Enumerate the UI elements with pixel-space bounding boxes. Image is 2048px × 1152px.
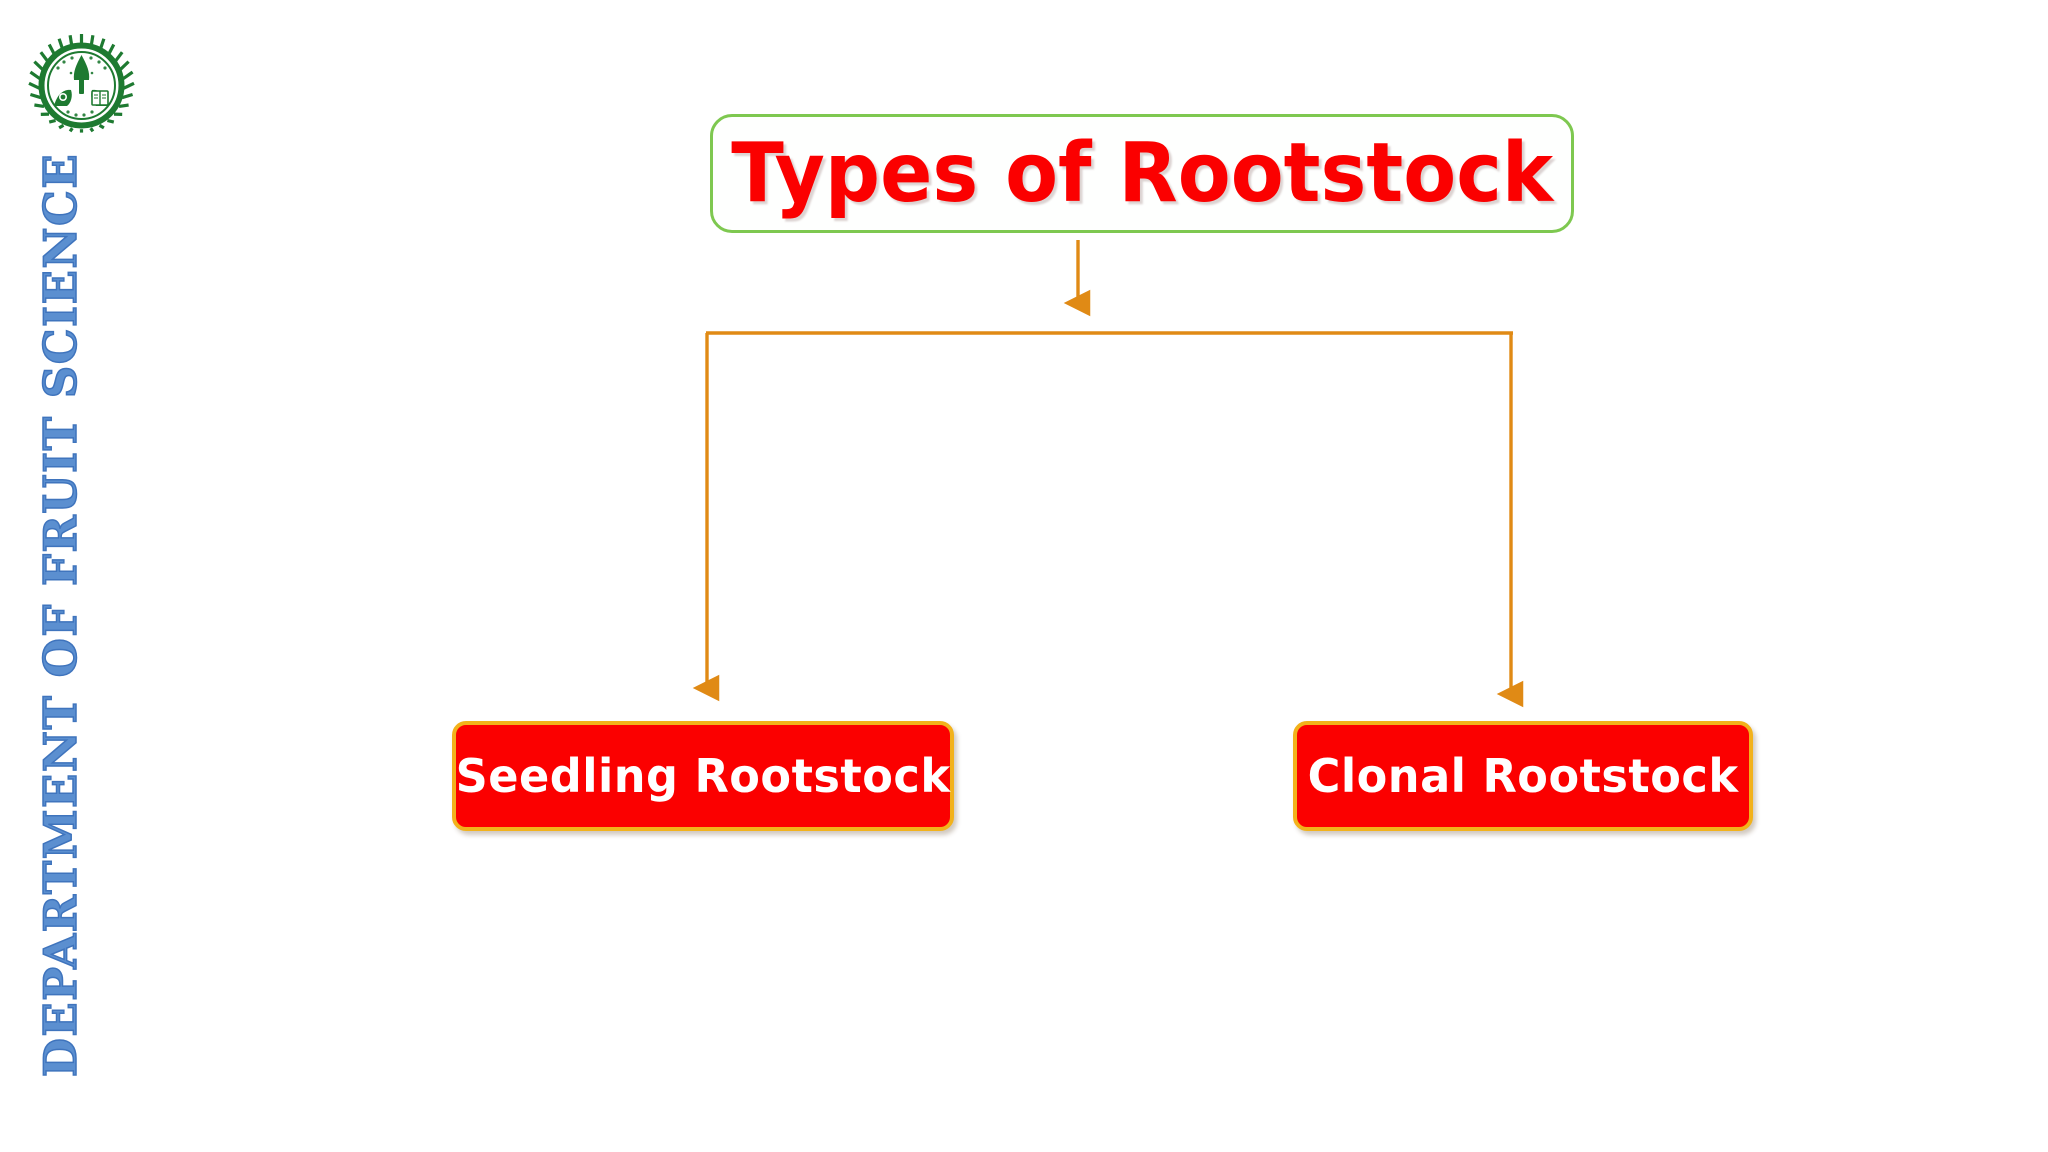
page-title: Types of Rootstock — [731, 125, 1553, 221]
diagram-node-label: Seedling Rootstock — [455, 749, 951, 803]
diagram-node-seedling-rootstock: Seedling Rootstock — [452, 721, 954, 831]
crest-sunburst-ring — [28, 34, 135, 133]
diagram-node-label: Clonal Rootstock — [1307, 749, 1739, 803]
university-crest-logo — [24, 28, 139, 143]
diagram-node-clonal-rootstock: Clonal Rootstock — [1293, 721, 1753, 831]
diagram-title-node: Types of Rootstock — [710, 114, 1574, 233]
crest-inner-emblem — [54, 55, 109, 117]
department-banner: DEPARTMENT OF FRUIT SCIENCE — [25, 152, 95, 1078]
department-banner-label: DEPARTMENT OF FRUIT SCIENCE — [33, 152, 88, 1078]
